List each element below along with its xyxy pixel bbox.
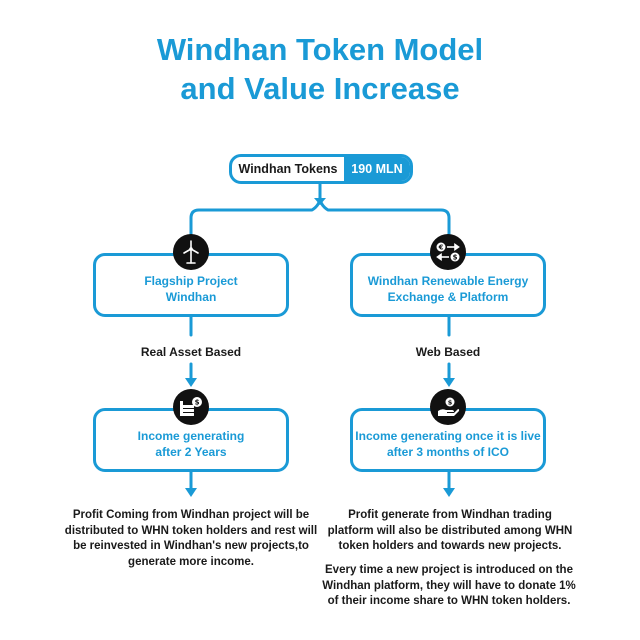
exchange-line-1: Windhan Renewable Energy [367, 274, 529, 288]
income-left-line-1: Income generating [137, 429, 245, 443]
wind-turbine-icon [173, 234, 209, 270]
svg-text:€: € [438, 244, 444, 252]
hand-money-icon: $ [430, 389, 466, 425]
flagship-line-2: Windhan [165, 290, 217, 304]
arrow-right-1 [443, 378, 455, 387]
arrow-left-2 [185, 488, 197, 497]
money-stack-icon: $ [173, 389, 209, 425]
token-pill: Windhan Tokens 190 MLN [229, 154, 413, 184]
exchange-platform-box: Windhan Renewable Energy Exchange & Plat… [350, 253, 546, 317]
income-right-line-2: after 3 months of ICO [386, 445, 509, 459]
token-label: Windhan Tokens [238, 162, 338, 176]
right-description-1: Profit generate from Windhan trading pla… [327, 509, 573, 552]
arrow-left-1 [185, 378, 197, 387]
right-description-2: Every time a new project is introduced o… [322, 564, 576, 607]
flagship-line-1: Flagship Project [144, 274, 238, 288]
split-arrow [314, 198, 326, 205]
title-line-2: and Value Increase [180, 71, 460, 106]
connector-token-stem [189, 182, 322, 255]
token-value: 190 MLN [344, 157, 410, 181]
title-line-1: Windhan Token Model [156, 32, 484, 67]
web-based-label: Web Based [415, 345, 481, 359]
left-description: Profit Coming from Windhan project will … [64, 509, 318, 568]
svg-text:$: $ [195, 399, 200, 407]
exchange-line-2: Exchange & Platform [387, 290, 509, 304]
currency-exchange-icon: € $ [430, 234, 466, 270]
svg-text:$: $ [448, 399, 453, 407]
svg-text:$: $ [453, 254, 458, 262]
income-right-line-1: Income generating once it is live [355, 429, 541, 443]
arrow-right-2 [443, 488, 455, 497]
real-asset-label: Real Asset Based [140, 345, 242, 359]
income-left-line-2: after 2 Years [155, 445, 227, 459]
connector-token-right [318, 195, 451, 255]
